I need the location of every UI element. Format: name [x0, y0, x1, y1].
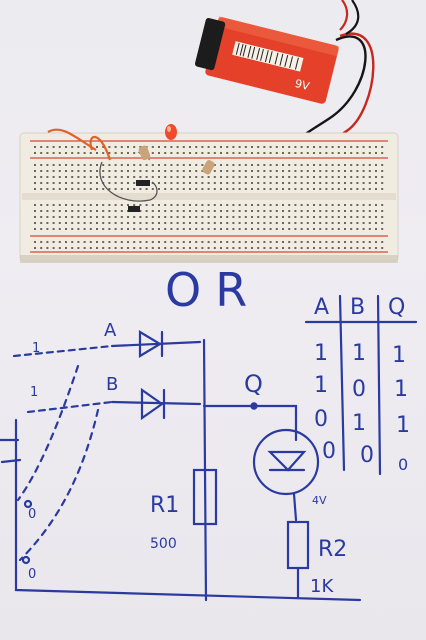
breadboard-holes: [34, 146, 384, 249]
truth-cell-r2-a: 0: [314, 407, 328, 432]
battery-symbol: [0, 438, 22, 464]
label-r1: R1: [150, 493, 179, 518]
truth-cell-r1-q: 1: [394, 377, 408, 402]
switch-b-contact-0: [21, 555, 31, 565]
label-input-b: B: [106, 374, 118, 395]
drawing-labels: A B Q R1 500 R2 1K 4V 1 1 0 0: [28, 320, 347, 597]
label-led-voltage: 4V: [312, 494, 327, 507]
truth-cell-r0-a: 1: [314, 341, 328, 366]
truth-cell-r3-q: 0: [398, 455, 408, 474]
led-to-r2-wire: [292, 492, 298, 522]
truth-cell-r2-b: 1: [352, 411, 366, 436]
label-switch-a-0: 0: [28, 507, 36, 522]
output-wire: [202, 404, 298, 442]
ground-rail: [14, 418, 362, 602]
breadboard-center-channel: [22, 193, 396, 200]
label-r2-value: 1K: [310, 576, 334, 597]
truth-cell-r2-q: 1: [396, 413, 410, 438]
led: [165, 124, 177, 140]
drawing-title: OR: [165, 263, 261, 317]
truth-table-col-line-1: [338, 294, 346, 472]
truth-table-header-a: A: [314, 295, 329, 320]
circuit-drawing: OR: [0, 263, 418, 602]
truth-cell-r0-b: 1: [352, 341, 366, 366]
label-switch-a-1: 1: [32, 341, 40, 356]
label-switch-b-1: 1: [30, 385, 38, 400]
diode-b: [128, 206, 140, 212]
jumper-wire-orange-2: [89, 135, 112, 161]
resistor-r1: [138, 145, 151, 161]
battery: 9V: [194, 0, 375, 155]
truth-cell-r3-b: 0: [360, 443, 374, 468]
diode-a: [136, 180, 150, 186]
diode-b-wire: [110, 400, 202, 406]
component-lead: [99, 161, 158, 202]
diode-b-symbol: [140, 387, 166, 421]
truth-table-header-q: Q: [388, 295, 405, 320]
truth-cell-r3-a: 0: [322, 439, 336, 464]
truth-cell-r1-a: 1: [314, 373, 328, 398]
led-circle: [252, 428, 320, 496]
truth-table-col-line-2: [376, 294, 382, 476]
resistor-r2-symbol: [286, 520, 310, 570]
switch-a-dash: [16, 364, 80, 502]
truth-cell-r0-q: 1: [392, 343, 406, 368]
resistor-r1-symbol: [192, 468, 218, 526]
input-b-line: [26, 400, 114, 414]
resistor-r2: [202, 160, 215, 175]
diode-a-symbol: [138, 330, 164, 358]
battery-cap: [194, 17, 226, 71]
breadboard: [19, 124, 399, 263]
battery-label: 9V: [294, 77, 312, 93]
output-node: [250, 402, 258, 410]
label-switch-b-0: 0: [28, 567, 36, 582]
label-r2: R2: [318, 537, 347, 562]
diode-a-wire: [110, 340, 202, 348]
truth-cell-r1-b: 0: [352, 377, 366, 402]
truth-table-header-b: B: [350, 295, 365, 320]
label-input-a: A: [104, 320, 117, 341]
led-symbol: [267, 450, 307, 472]
label-r1-value: 500: [150, 536, 177, 552]
input-a-line: [12, 344, 114, 358]
switch-a-contact-0: [23, 499, 33, 509]
truth-table: A B Q 1 1 1 1 0 1 0 1 1 0 0 0: [314, 295, 410, 474]
label-output-q: Q: [244, 370, 263, 398]
switch-b-dash: [18, 408, 100, 562]
